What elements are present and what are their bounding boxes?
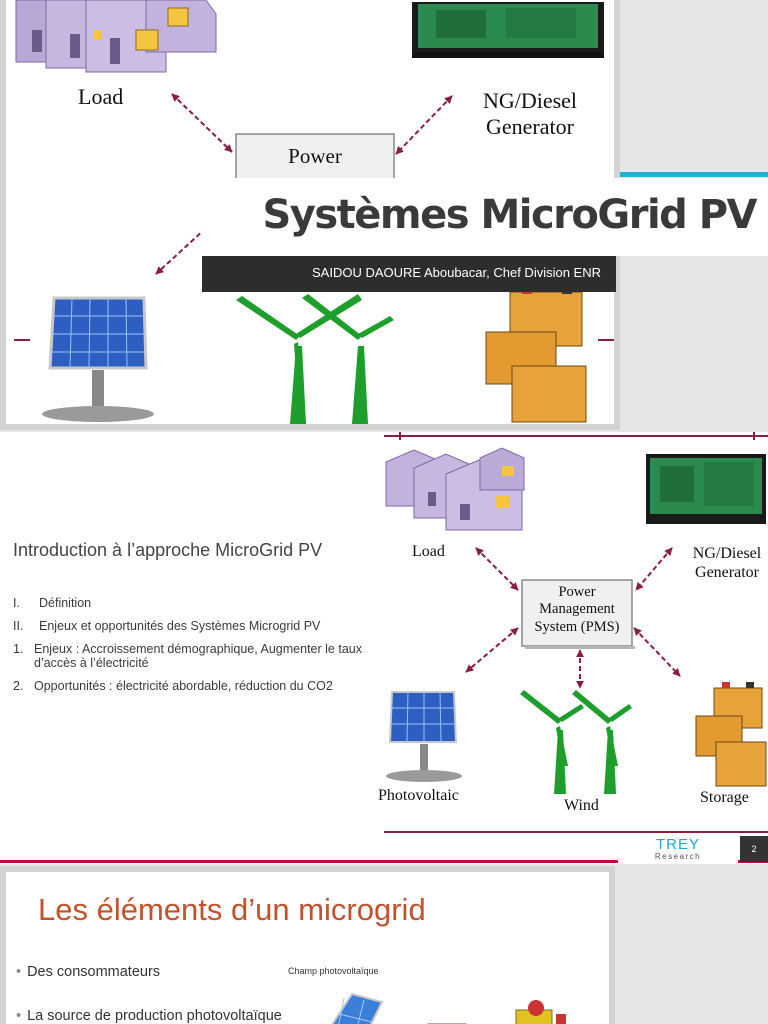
section-heading: Introduction à l’approche MicroGrid PV [13,540,323,560]
load-label: Load [78,84,124,109]
load-label: Load [412,543,445,560]
title-band: Systèmes MicroGrid PV [202,178,768,256]
solar-panel-icon [331,992,384,1024]
wind-label: Wind [564,797,599,814]
logo-subtitle: Research [654,852,702,861]
storage-label: Storage [700,789,749,806]
list-number: I. [13,596,20,610]
logo-name: TREY [655,836,700,853]
list-text: Enjeux : Accroissement démographique, Au… [34,642,362,670]
generator-icon [646,454,766,524]
bullet-text: La source de production photovoltaïque [27,1008,282,1024]
list-item: 1. Enjeux : Accroissement démographique,… [13,642,363,670]
list-number: II. [13,619,24,633]
batteries-icon [485,286,587,423]
solar-panel-icon [386,691,462,782]
list-number: 1. [13,642,24,656]
author-name: SAIDOU DAOURE Aboubacar, Chef Division E… [312,265,601,280]
wind-turbines-icon [520,690,632,794]
introduction-slide: Introduction à l’approche MicroGrid PV I… [0,432,768,864]
slide-title: Les éléments d’un microgrid [38,892,426,927]
outline-list: I. Définition II. Enjeux et opportunités… [13,596,363,702]
photovoltaic-label: Photovoltaic [378,787,459,804]
generator-icon [412,2,604,58]
microgrid-elements-slide: Les éléments d’un microgrid •Des consomm… [0,866,615,1024]
generator-label: NG/Diesel Generator [482,88,578,140]
pms-label: Power Management System (PMS) [534,584,620,635]
slide3-illustrations [331,992,566,1024]
bullet-item: •Des consommateurs [16,964,161,980]
pms-label-partial: Power [288,144,342,168]
presentation-title: Systèmes MicroGrid PV [262,192,757,238]
list-item: 2. Opportunités : électricité abordable,… [13,679,363,693]
image-caption: Champ photovoltaïque [288,966,379,976]
list-text: Enjeux et opportunités des Systèmes Micr… [39,619,321,633]
bullet-item: •La source de production photovoltaïque [16,1008,282,1024]
bullet-text: Des consommateurs [27,964,161,980]
wind-turbines-icon [236,294,394,424]
footer-divider [0,860,768,863]
author-bar: SAIDOU DAOURE Aboubacar, Chef Division E… [202,256,616,292]
list-item: I. Définition [13,596,363,610]
list-text: Définition [39,596,92,610]
list-number: 2. [13,679,24,693]
houses-icon [15,0,217,73]
solar-panel-icon [42,296,154,422]
list-item: II. Enjeux et opportunités des Systèmes … [13,619,363,633]
list-text: Opportunités : électricité abordable, ré… [34,679,333,693]
microgrid-diagram-background [14,0,614,424]
houses-icon [385,447,525,531]
accent-bar [620,172,768,177]
trey-research-logo: TREY Research [618,834,738,864]
generator-label: NG/Diesel Generator [692,545,762,582]
batteries-icon [695,682,767,787]
page-number: 2 [740,836,768,862]
microgrid-diagram: Load NG/Diesel Generator Power Managemen… [378,432,768,834]
generator-icon [515,1000,566,1024]
